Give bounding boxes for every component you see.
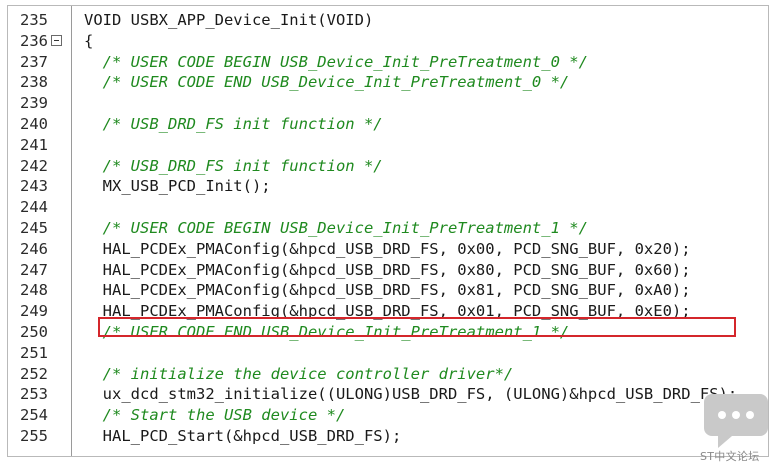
line-number: 248: [20, 281, 48, 300]
code-line: 254 /* Start the USB device */: [8, 405, 768, 426]
code-line: 243 MX_USB_PCD_Init();: [8, 176, 768, 197]
code-line: 249 HAL_PCDEx_PMAConfig(&hpcd_USB_DRD_FS…: [8, 301, 768, 322]
code-text: HAL_PCDEx_PMAConfig(&hpcd_USB_DRD_FS, 0x…: [84, 260, 691, 279]
code-line: 239: [8, 93, 768, 114]
code-line: 241: [8, 135, 768, 156]
code-line: 235 VOID USBX_APP_Device_Init(VOID): [8, 10, 768, 31]
line-number: 237: [20, 52, 48, 71]
code-line: 255 HAL_PCD_Start(&hpcd_USB_DRD_FS);: [8, 426, 768, 447]
line-number: 238: [20, 73, 48, 92]
code-comment: /* USB_DRD_FS init function */: [84, 115, 383, 133]
code-line: 246 HAL_PCDEx_PMAConfig(&hpcd_USB_DRD_FS…: [8, 239, 768, 260]
gutter-separator: [71, 6, 72, 456]
code-comment: /* USER CODE BEGIN USB_Device_Init_PreTr…: [84, 52, 588, 71]
watermark-text: ST中文论坛: [700, 450, 760, 463]
line-number: 254: [20, 406, 48, 425]
code-text: ux_dcd_stm32_initialize((ULONG)USB_DRD_F…: [84, 385, 738, 404]
line-number: 250: [20, 323, 48, 341]
line-number: 253: [20, 385, 48, 404]
code-line: 242 /* USB_DRD_FS init function */: [8, 156, 768, 177]
line-number: 251: [20, 343, 48, 362]
code-text: HAL_PCDEx_PMAConfig(&hpcd_USB_DRD_FS, 0x…: [84, 302, 691, 321]
line-number: 240: [20, 115, 48, 133]
code-text: HAL_PCDEx_PMAConfig(&hpcd_USB_DRD_FS, 0x…: [84, 239, 691, 258]
collapse-icon[interactable]: [51, 34, 62, 46]
line-number: 245: [20, 219, 48, 237]
code-line: 236 {: [8, 31, 768, 52]
line-number: 247: [20, 260, 48, 279]
code-line: 240 /* USB_DRD_FS init function */: [8, 114, 768, 135]
line-number: 246: [20, 239, 48, 258]
chat-bubble-icon: [704, 394, 768, 448]
code-line: 237 /* USER CODE BEGIN USB_Device_Init_P…: [8, 52, 768, 73]
code-line: 251: [8, 343, 768, 364]
highlight-box: [98, 317, 736, 337]
code-text: HAL_PCD_Start(&hpcd_USB_DRD_FS);: [84, 427, 402, 445]
code-text: VOID USBX_APP_Device_Init(VOID): [84, 11, 374, 29]
line-number: 242: [20, 156, 48, 175]
code-line: 247 HAL_PCDEx_PMAConfig(&hpcd_USB_DRD_FS…: [8, 260, 768, 281]
code-comment: /* USER CODE BEGIN USB_Device_Init_PreTr…: [84, 219, 588, 237]
line-number: 255: [20, 427, 48, 445]
code-line: 252 /* initialize the device controller …: [8, 364, 768, 385]
code-comment: /* Start the USB device */: [84, 406, 346, 425]
code-editor: 235 VOID USBX_APP_Device_Init(VOID) 236 {23…: [7, 5, 769, 457]
line-number: 236: [20, 31, 48, 50]
code-line: 238 /* USER CODE END USB_Device_Init_Pre…: [8, 72, 768, 93]
code-comment: /* USB_DRD_FS init function */: [84, 156, 383, 175]
code-text: {: [84, 31, 94, 50]
line-number: 252: [20, 364, 48, 383]
line-number: 249: [20, 302, 48, 321]
code-line: 248 HAL_PCDEx_PMAConfig(&hpcd_USB_DRD_FS…: [8, 280, 768, 301]
line-number: 239: [20, 94, 48, 113]
line-number: 244: [20, 198, 48, 217]
code-text: HAL_PCDEx_PMAConfig(&hpcd_USB_DRD_FS, 0x…: [84, 281, 691, 300]
line-number: 243: [20, 177, 48, 196]
code-line: 244: [8, 197, 768, 218]
code-comment: /* USER CODE END USB_Device_Init_PreTrea…: [84, 73, 570, 92]
line-number: 235: [20, 11, 48, 29]
code-comment: /* initialize the device controller driv…: [84, 364, 514, 383]
code-text: MX_USB_PCD_Init();: [84, 177, 271, 196]
line-number: 241: [20, 135, 48, 154]
code-line: 253 ux_dcd_stm32_initialize((ULONG)USB_D…: [8, 384, 768, 405]
code-line: 245 /* USER CODE BEGIN USB_Device_Init_P…: [8, 218, 768, 239]
